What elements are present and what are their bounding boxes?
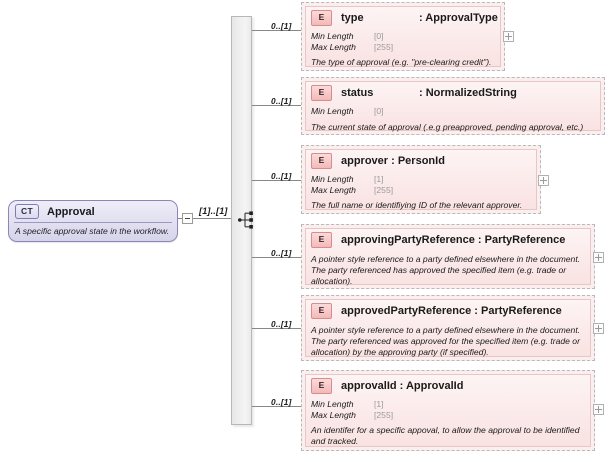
property-value: [255] — [374, 184, 394, 195]
wire-branch-type — [252, 30, 301, 31]
element-approvingpartyreference-inner: E approvingPartyReference : PartyReferen… — [305, 228, 591, 286]
occurrence-label-approvingpartyreference: 0..[1] — [271, 248, 292, 258]
element-approvalid-properties: Min Length [1] Max Length [255] — [306, 397, 590, 422]
occurrence-label-type: 0..[1] — [271, 21, 292, 31]
cardinality-label-approval: [1]..[1] — [199, 206, 228, 216]
complex-type-name: Approval — [47, 205, 95, 218]
occurrence-label-approver: 0..[1] — [271, 171, 292, 181]
property-value: [1] — [374, 399, 384, 409]
element-status-inner: E status : NormalizedString Min Length [… — [305, 81, 601, 132]
occurrence-label-approvalid: 0..[1] — [271, 397, 292, 407]
element-approver-name: approver : PersonId — [341, 155, 445, 167]
element-approver-properties: Min Length [1] Max Length [255] — [306, 172, 536, 197]
wire-branch-approvedpartyreference — [252, 328, 301, 329]
property-key: Max Length — [311, 409, 356, 420]
expand-toggle-plus-icon-approvingpartyreference[interactable] — [593, 252, 604, 263]
complex-type-header: CT Approval — [9, 201, 177, 222]
occurrence-label-status: 0..[1] — [271, 96, 292, 106]
collapse-toggle-minus-icon[interactable] — [182, 213, 193, 224]
element-approvalid-inner: E approvalId : ApprovalId Min Length [1]… — [305, 374, 591, 447]
element-badge-icon: E — [311, 378, 332, 394]
sequence-glyph — [238, 211, 253, 229]
element-approvingpartyreference-description: A pointer style reference to a party def… — [311, 254, 581, 286]
expand-toggle-plus-icon-approvalid[interactable] — [593, 404, 604, 415]
property-value: [1] — [374, 174, 384, 184]
element-status-properties: Min Length [0] — [306, 104, 600, 119]
expand-toggle-plus-icon-approver[interactable] — [538, 175, 549, 186]
property-key: Min Length — [311, 399, 354, 409]
divider — [14, 222, 172, 223]
property-value: [255] — [374, 41, 394, 52]
element-type-name: type — [341, 12, 364, 24]
complex-type-description: A specific approval state in the workflo… — [15, 226, 169, 236]
expand-toggle-plus-icon-approvedpartyreference[interactable] — [593, 323, 604, 334]
property-row: Max Length [255] — [311, 410, 585, 421]
element-approvingpartyreference[interactable]: E approvingPartyReference : PartyReferen… — [301, 224, 595, 289]
element-approvedpartyreference-header: E approvedPartyReference : PartyReferenc… — [306, 300, 590, 322]
property-value: [255] — [374, 409, 394, 420]
element-approvedpartyreference[interactable]: E approvedPartyReference : PartyReferenc… — [301, 295, 595, 361]
element-type-header: E type : ApprovalType — [306, 7, 500, 29]
element-status-name: status — [341, 87, 374, 99]
element-type-datatype: : ApprovalType — [419, 12, 498, 24]
property-key: Min Length — [311, 31, 354, 41]
element-approvedpartyreference-description: A pointer style reference to a party def… — [311, 325, 581, 357]
ct-badge-icon: CT — [15, 204, 39, 219]
element-badge-icon: E — [311, 232, 332, 248]
wire-branch-approvingpartyreference — [252, 257, 301, 258]
element-badge-icon: E — [311, 85, 332, 101]
complex-type-approval[interactable]: CT Approval A specific approval state in… — [8, 200, 178, 242]
element-approvalid-description: An identifer for a specific appoval, to … — [311, 425, 580, 446]
property-key: Max Length — [311, 41, 356, 52]
element-type-inner: E type : ApprovalType Min Length [0] Max… — [305, 6, 501, 67]
wire-branch-status — [252, 105, 301, 106]
element-status[interactable]: E status : NormalizedString Min Length [… — [301, 77, 605, 135]
property-row: Max Length [255] — [311, 185, 531, 196]
property-value: [0] — [374, 31, 384, 41]
occurrence-label-approvedpartyreference: 0..[1] — [271, 319, 292, 329]
element-type-description: The type of approval (e.g. "pre-clearing… — [311, 57, 492, 67]
element-approvalid-header: E approvalId : ApprovalId — [306, 375, 590, 397]
element-type[interactable]: E type : ApprovalType Min Length [0] Max… — [301, 2, 505, 71]
property-key: Max Length — [311, 184, 356, 195]
property-row: Min Length [0] — [311, 106, 595, 117]
element-approver-header: E approver : PersonId — [306, 150, 536, 172]
element-approvingpartyreference-header: E approvingPartyReference : PartyReferen… — [306, 229, 590, 251]
element-approvedpartyreference-inner: E approvedPartyReference : PartyReferenc… — [305, 299, 591, 357]
element-badge-icon: E — [311, 10, 332, 26]
element-approver[interactable]: E approver : PersonId Min Length [1] Max… — [301, 145, 541, 214]
expand-toggle-plus-icon-type[interactable] — [503, 31, 514, 42]
element-approvalid-name: approvalId : ApprovalId — [341, 380, 464, 392]
property-key: Min Length — [311, 174, 354, 184]
property-key: Min Length — [311, 106, 354, 116]
property-row: Min Length [1] — [311, 399, 585, 410]
element-badge-icon: E — [311, 153, 332, 169]
property-row: Min Length [0] — [311, 31, 495, 42]
wire-branch-approver — [252, 180, 301, 181]
element-badge-icon: E — [311, 303, 332, 319]
sequence-icon[interactable] — [238, 210, 258, 230]
property-row: Min Length [1] — [311, 174, 531, 185]
element-status-header: E status : NormalizedString — [306, 82, 600, 104]
element-type-properties: Min Length [0] Max Length [255] — [306, 29, 500, 54]
element-approver-inner: E approver : PersonId Min Length [1] Max… — [305, 149, 537, 210]
property-row: Max Length [255] — [311, 42, 495, 53]
wire-ct-to-collapse — [178, 218, 183, 219]
element-approvedpartyreference-name: approvedPartyReference : PartyReference — [341, 305, 562, 317]
element-approver-description: The full name or identifiying ID of the … — [311, 200, 523, 210]
property-value: [0] — [374, 106, 384, 116]
element-status-datatype: : NormalizedString — [419, 87, 517, 99]
wire-collapse-to-sequence — [193, 218, 238, 219]
element-approvalid[interactable]: E approvalId : ApprovalId Min Length [1]… — [301, 370, 595, 451]
wire-branch-approvalid — [252, 406, 301, 407]
element-approvingpartyreference-name: approvingPartyReference : PartyReference — [341, 234, 566, 246]
element-status-description: The current state of approval (.e.g prea… — [311, 121, 584, 132]
